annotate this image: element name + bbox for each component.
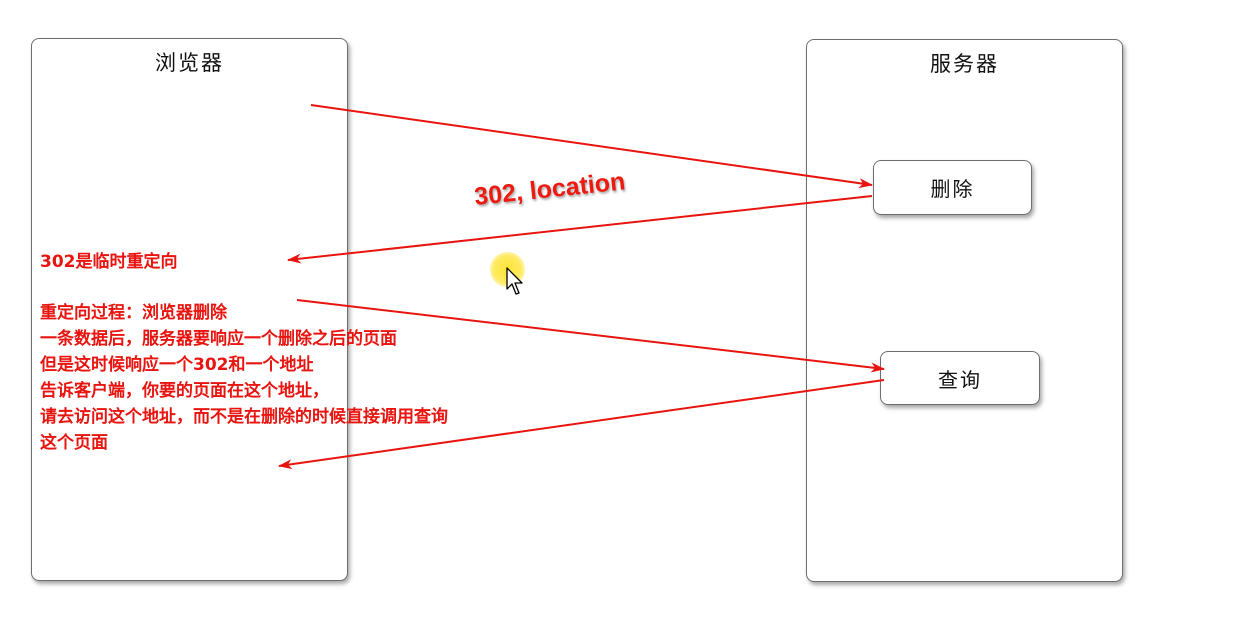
redirect-process-note: 重定向过程：浏览器删除 一条数据后，服务器要响应一个删除之后的页面 但是这时候响… [40,300,448,456]
process-line: 告诉客户端，你要的页面在这个地址， [40,381,329,401]
query-box[interactable]: 查询 [880,351,1040,405]
pointer-icon [506,267,523,295]
query-response-arrow [278,379,885,470]
process-line: 请去访问这个地址，而不是在删除的时候直接调用查询 [40,407,448,427]
browser-panel: 浏览器 [31,38,348,581]
redirect-response-arrow [287,195,873,264]
mouse-cursor [490,252,530,300]
process-line: 但是这时候响应一个302和一个地址 [40,355,314,375]
process-line: 一条数据后，服务器要响应一个删除之后的页面 [40,329,397,349]
process-line: 重定向过程：浏览器删除 [40,303,227,323]
server-panel: 服务器 [806,39,1123,582]
process-line: 这个页面 [40,433,108,453]
server-title: 服务器 [930,52,999,76]
browser-title: 浏览器 [155,51,224,75]
request-query-arrow [296,299,885,373]
request-delete-arrow [310,104,873,189]
temp-redirect-note: 302是临时重定向 [40,252,178,272]
delete-box[interactable]: 删除 [873,160,1032,215]
